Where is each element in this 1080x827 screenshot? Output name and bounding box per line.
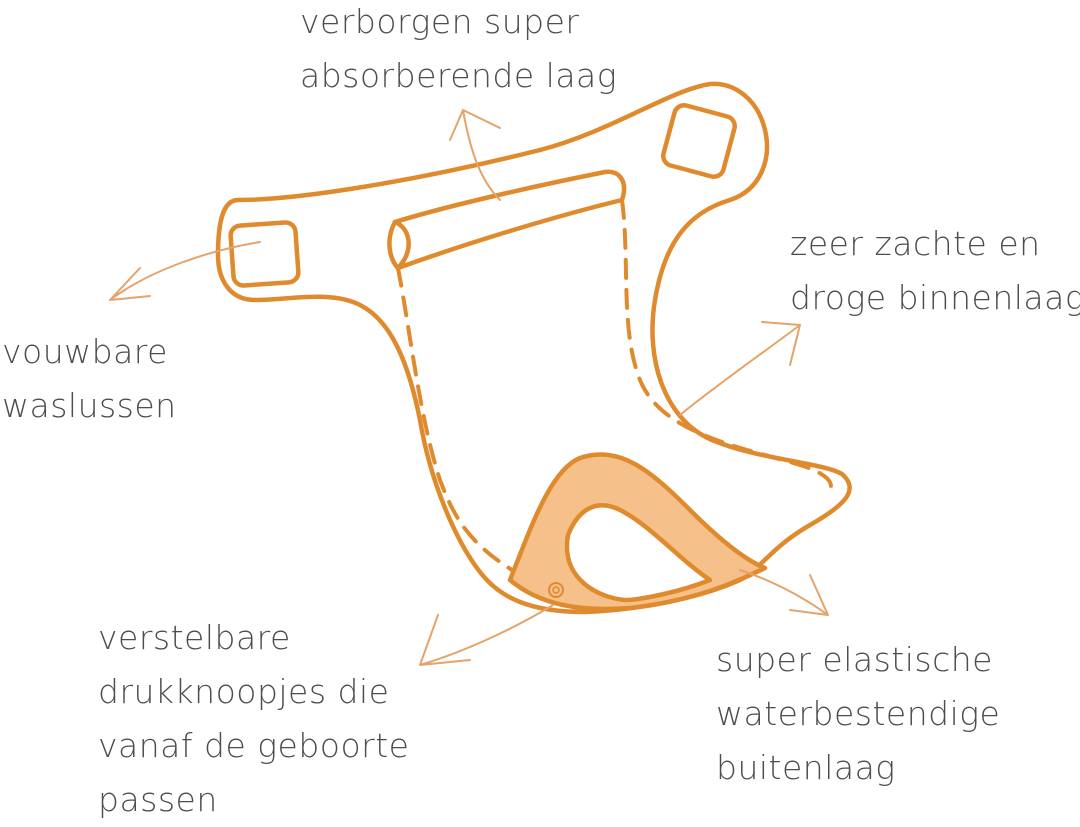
right-stitch-line <box>620 198 833 492</box>
arrow-top <box>449 109 501 201</box>
label-adjustable-snaps: verstelbare drukknoopjes die vanaf de ge… <box>98 611 409 827</box>
right-tab-square <box>661 103 737 179</box>
label-line: waterbestendige <box>716 694 1001 733</box>
snap-button <box>548 582 564 598</box>
label-line: absorberende laag <box>300 56 618 95</box>
label-line: vouwbare <box>2 332 168 371</box>
label-foldable-laundry-tabs: vouwbare waslussen <box>2 325 177 433</box>
label-line: passen <box>98 780 218 819</box>
label-line: buitenlaag <box>716 748 896 787</box>
label-line: zeer zachte en <box>790 224 1041 263</box>
arrow-bottom-right <box>739 569 829 616</box>
label-line: drukknoopjes die <box>98 672 390 711</box>
label-line: verborgen super <box>300 2 580 41</box>
label-line: verstelbare <box>98 618 291 657</box>
label-hidden-absorbent-layer: verborgen super absorberende laag <box>300 0 617 103</box>
label-line: vanaf de geboorte <box>98 726 410 765</box>
label-soft-dry-inner-layer: zeer zachte en droge binnenlaag <box>790 217 1080 325</box>
diaper-outline <box>215 81 852 615</box>
absorbent-pocket <box>387 169 627 271</box>
label-line: super elastische <box>716 640 993 679</box>
left-tab-square <box>228 220 301 288</box>
arrow-bottom-left <box>419 604 554 666</box>
label-line: waslussen <box>2 386 177 425</box>
label-elastic-waterproof-outer-layer: super elastische waterbestendige buitenl… <box>716 633 1000 795</box>
arrow-left <box>109 241 261 301</box>
left-stitch-line <box>396 266 522 577</box>
arrow-right <box>679 321 801 416</box>
elastic-panel-hole <box>564 503 713 603</box>
label-line: droge binnenlaag <box>790 278 1080 317</box>
